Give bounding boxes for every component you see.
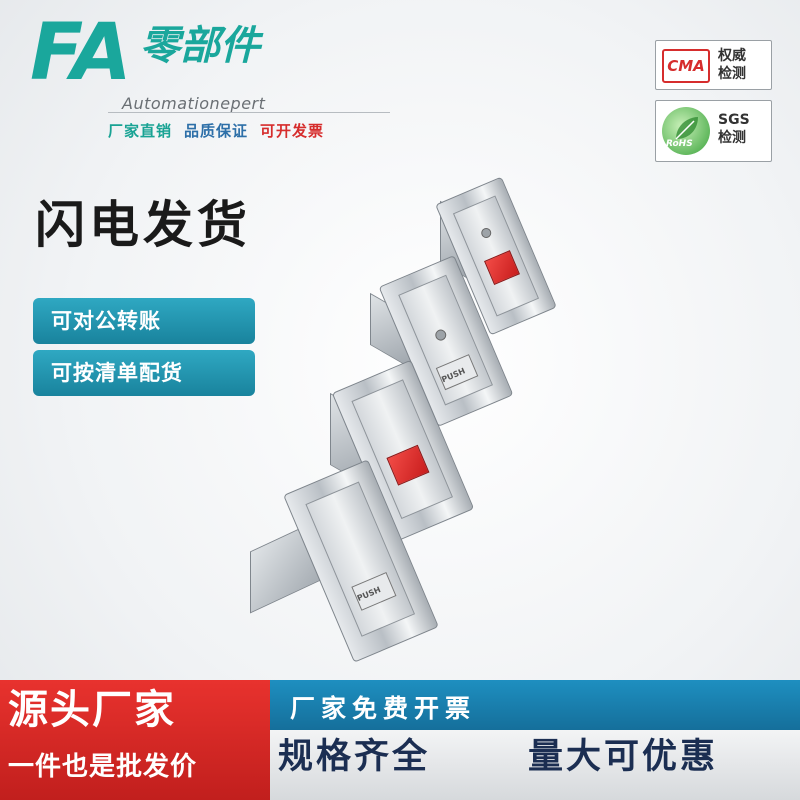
badge-line: 权威 <box>718 48 746 64</box>
logo-divider <box>108 112 390 113</box>
headline: 闪电发货 <box>35 196 251 254</box>
badge-text: SGS 检测 <box>718 111 750 147</box>
banner-left-title: 源头厂家 <box>8 687 176 733</box>
badge-text: 权威 检测 <box>718 47 746 83</box>
tagline-item: 可开发票 <box>260 122 325 140</box>
cma-badge: CMA 权威 检测 <box>655 40 772 90</box>
sgs-badge: RoHS SGS 检测 <box>655 100 772 162</box>
brand-logo-fa: FA <box>30 8 132 98</box>
promo-pill-transfer: 可对公转账 <box>33 298 255 344</box>
banner-left <box>0 680 270 800</box>
badge-line: 检测 <box>718 66 746 82</box>
rohs-label: RoHS <box>666 139 693 149</box>
badge-line: 检测 <box>718 130 746 146</box>
product-image: PUSH PUSH <box>230 176 630 670</box>
rohs-leaf-icon <box>662 107 710 155</box>
tagline-item: 厂家直销 <box>108 122 173 140</box>
banner-right-top <box>270 680 800 730</box>
banner-specs-text: 规格齐全 <box>278 737 431 777</box>
cma-icon: CMA <box>662 49 710 83</box>
banner-discount-text: 量大可优惠 <box>528 737 719 777</box>
promo-pill-list: 可按清单配货 <box>33 350 255 396</box>
banner-invoice-text: 厂家免费开票 <box>290 694 477 723</box>
push-label: PUSH <box>355 585 383 604</box>
banner-left-subtitle: 一件也是批发价 <box>8 752 198 782</box>
banner-right-bottom <box>270 730 800 800</box>
brand-english-name: Automationepert <box>122 94 266 113</box>
brand-tagline: 厂家直销品质保证可开发票 <box>108 120 324 141</box>
tagline-item: 品质保证 <box>184 122 249 140</box>
brand-logo-chinese: 零部件 <box>140 23 260 69</box>
push-label: PUSH <box>440 366 467 385</box>
badge-line: SGS <box>718 112 750 128</box>
